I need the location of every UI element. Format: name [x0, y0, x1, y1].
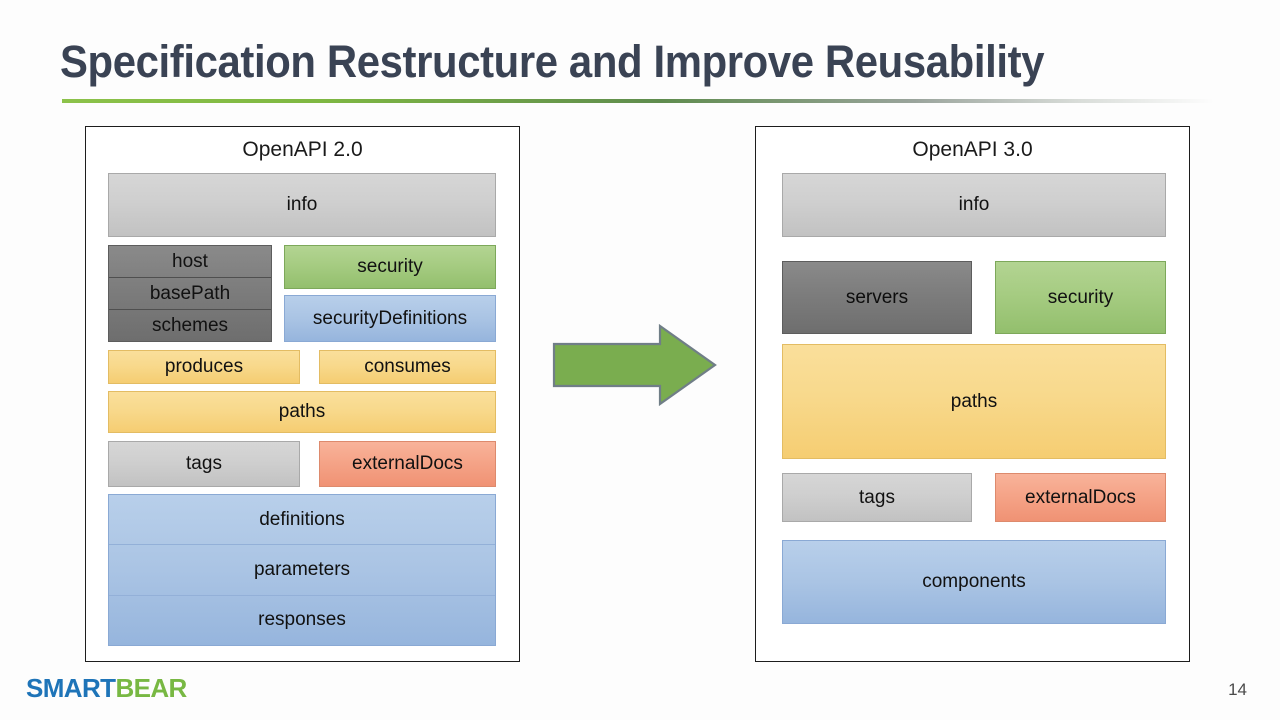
- block-label: paths: [950, 390, 998, 412]
- title-underline-rule: [62, 99, 1214, 103]
- block-host-basepath-schemes-v2[interactable]: host basePath schemes: [108, 245, 272, 342]
- logo-text-bear: BEAR: [115, 673, 187, 703]
- block-label: externalDocs: [1025, 486, 1136, 508]
- block-label: tags: [186, 453, 222, 474]
- block-label: externalDocs: [352, 453, 463, 474]
- block-paths-v2[interactable]: paths: [108, 391, 496, 433]
- block-label: servers: [845, 286, 909, 308]
- block-label: info: [286, 194, 318, 215]
- block-definitions-v2[interactable]: definitions: [259, 508, 345, 530]
- block-label: info: [958, 194, 990, 215]
- block-info-v3[interactable]: info: [782, 173, 1166, 237]
- block-paths-v3[interactable]: paths: [782, 344, 1166, 459]
- block-label: components: [922, 571, 1026, 592]
- block-components-v3[interactable]: components: [782, 540, 1166, 624]
- openapi-3-panel-title: OpenAPI 3.0: [912, 138, 1033, 161]
- block-externaldocs-v2[interactable]: externalDocs: [319, 441, 496, 487]
- block-host-v2[interactable]: host: [172, 250, 208, 272]
- block-label: security: [357, 256, 423, 277]
- block-responses-v2[interactable]: responses: [109, 594, 495, 645]
- block-consumes-v2[interactable]: consumes: [319, 350, 496, 384]
- block-produces-v2[interactable]: produces: [108, 350, 300, 384]
- block-securitydefinitions-v2[interactable]: securityDefinitions: [284, 295, 496, 342]
- block-servers-v3[interactable]: servers: [782, 261, 972, 334]
- openapi-2-panel: OpenAPI 2.0 info host basePath schemes s…: [85, 126, 520, 662]
- right-arrow-icon: [552, 323, 717, 407]
- block-label: tags: [859, 486, 895, 508]
- block-security-v2[interactable]: security: [284, 245, 496, 289]
- smartbear-logo: SMARTBEAR: [26, 673, 187, 704]
- block-basepath-v2[interactable]: basePath: [109, 277, 271, 309]
- block-parameters-v2[interactable]: parameters: [109, 544, 495, 594]
- page-title: Specification Restructure and Improve Re…: [60, 36, 1045, 87]
- block-info-v2[interactable]: info: [108, 173, 496, 237]
- openapi-3-panel: OpenAPI 3.0 info servers security paths …: [755, 126, 1190, 662]
- logo-text-smart: SMART: [26, 673, 116, 703]
- block-security-v3[interactable]: security: [995, 261, 1166, 334]
- page-number: 14: [1228, 680, 1247, 699]
- block-tags-v2[interactable]: tags: [108, 441, 300, 487]
- block-schemes-v2[interactable]: schemes: [109, 309, 271, 341]
- block-label: produces: [164, 356, 244, 377]
- block-definitions-parameters-responses-v2[interactable]: definitions parameters responses: [108, 494, 496, 646]
- block-externaldocs-v3[interactable]: externalDocs: [995, 473, 1166, 522]
- block-tags-v3[interactable]: tags: [782, 473, 972, 522]
- block-label: consumes: [364, 356, 451, 377]
- block-label: security: [1047, 286, 1114, 308]
- block-label: securityDefinitions: [312, 307, 468, 329]
- openapi-2-panel-title: OpenAPI 2.0: [242, 138, 363, 161]
- block-label: paths: [278, 401, 326, 422]
